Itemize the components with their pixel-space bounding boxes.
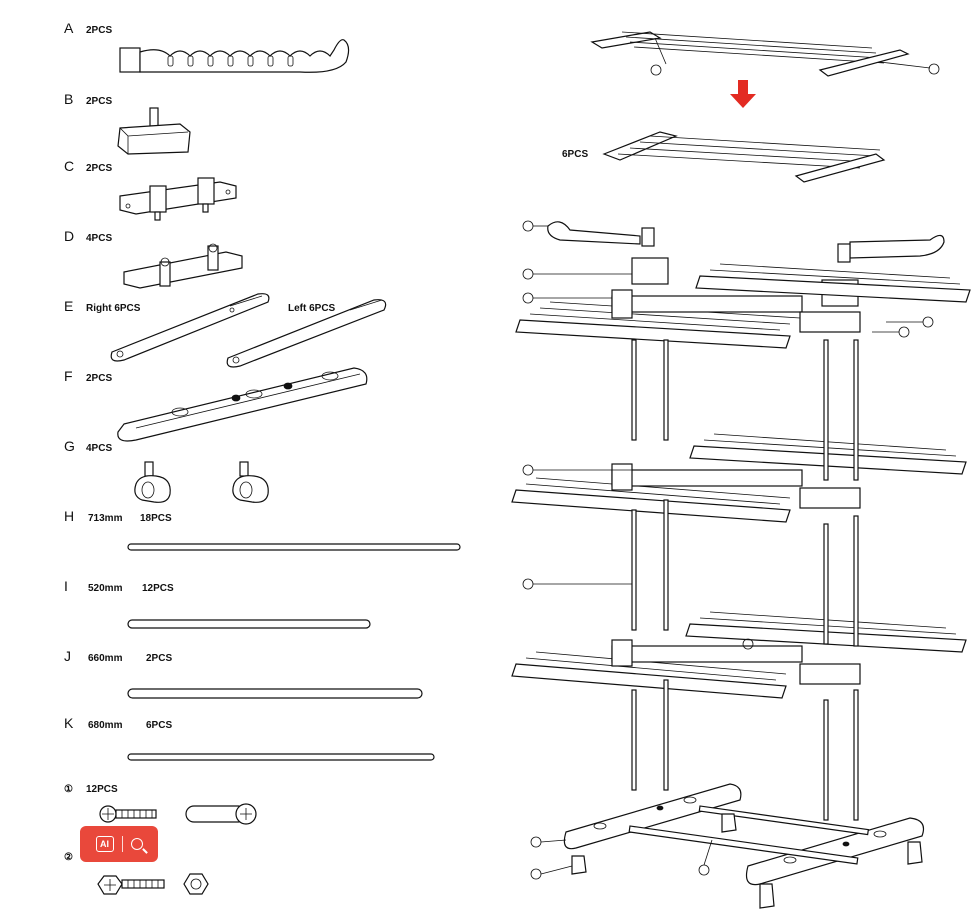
part-letter: A [64, 20, 74, 36]
search-icon [130, 838, 143, 850]
part-length: 713mm [88, 513, 123, 524]
base-frame [530, 783, 925, 909]
part-length: 520mm [88, 583, 123, 594]
hex-nut-drawing [183, 873, 209, 895]
tier-bottom [511, 611, 967, 699]
base-bar-drawing [117, 367, 368, 442]
caster-wheel-drawing [134, 461, 171, 503]
part-qty-left: Left 6PCS [288, 303, 336, 314]
tier-middle [511, 433, 967, 523]
caster-wheel-drawing [232, 461, 269, 503]
screw-symbol: ② [64, 852, 73, 863]
part-letter: J [64, 648, 71, 664]
connector-block-drawing [117, 107, 191, 155]
shelf-qty: 6PCS [562, 149, 588, 160]
part-f: F 2PCS [64, 367, 368, 442]
part-letter: B [64, 91, 73, 107]
rod-680-drawing [127, 753, 435, 761]
screw-1: ① 12PCS [64, 784, 257, 825]
part-qty: 2PCS [86, 25, 112, 36]
side-arm-left-drawing [226, 299, 387, 368]
part-letter: H [64, 508, 74, 524]
down-arrow-icon [730, 80, 756, 108]
part-g: G 4PCS [64, 438, 269, 503]
part-qty: 2PCS [86, 373, 112, 384]
part-h: H 713mm 18PCS [64, 508, 461, 551]
part-qty: 2PCS [146, 653, 172, 664]
top-fittings [522, 220, 945, 338]
screw-symbol: ① [64, 784, 73, 795]
tier-top [515, 263, 971, 349]
part-length: 680mm [88, 720, 123, 731]
part-qty: 18PCS [140, 513, 172, 524]
part-length: 660mm [88, 653, 123, 664]
part-qty: 2PCS [86, 163, 112, 174]
part-letter: F [64, 368, 73, 384]
part-a: A 2PCS [64, 20, 350, 73]
part-c: C 2PCS [64, 158, 237, 221]
ai-label: AI [100, 839, 109, 849]
side-arm-right-drawing [110, 293, 270, 362]
top-joint-drawing [119, 177, 237, 221]
overlay-divider [121, 836, 123, 852]
part-letter: E [64, 298, 73, 314]
screw-qty: 12PCS [86, 784, 118, 795]
top-shelf-exploded [590, 31, 940, 77]
part-j: J 660mm 2PCS [64, 648, 423, 699]
screw-2: ② [64, 852, 209, 895]
screw-head-drawing [185, 803, 257, 825]
part-k: K 680mm 6PCS [64, 715, 435, 761]
rod-660-drawing [127, 688, 423, 699]
part-qty: 2PCS [86, 96, 112, 107]
part-qty: 4PCS [86, 443, 112, 454]
part-letter: K [64, 715, 74, 731]
part-qty: 12PCS [142, 583, 174, 594]
part-qty-right: Right 6PCS [86, 303, 141, 314]
part-b: B 2PCS [64, 91, 191, 155]
part-e: E Right 6PCS Left 6PCS [64, 293, 387, 368]
ai-lens-overlay-button[interactable]: AI [80, 826, 158, 862]
part-qty: 4PCS [86, 233, 112, 244]
part-letter: I [64, 578, 68, 594]
part-letter: C [64, 158, 74, 174]
shelf-stack: 6PCS [562, 131, 886, 183]
hanger-bracket-drawing [119, 39, 350, 73]
screw-side-drawing [99, 805, 157, 823]
part-letter: D [64, 228, 74, 244]
rod-520-drawing [127, 619, 371, 629]
vertical-rods [522, 339, 859, 821]
ai-scan-icon: AI [95, 836, 114, 852]
middle-joint-drawing [123, 243, 243, 289]
part-d: D 4PCS [64, 228, 243, 289]
rod-713-drawing [127, 543, 461, 551]
part-letter: G [64, 438, 75, 454]
part-i: I 520mm 12PCS [64, 578, 371, 629]
part-qty: 6PCS [146, 720, 172, 731]
bolt-drawing [97, 875, 165, 895]
